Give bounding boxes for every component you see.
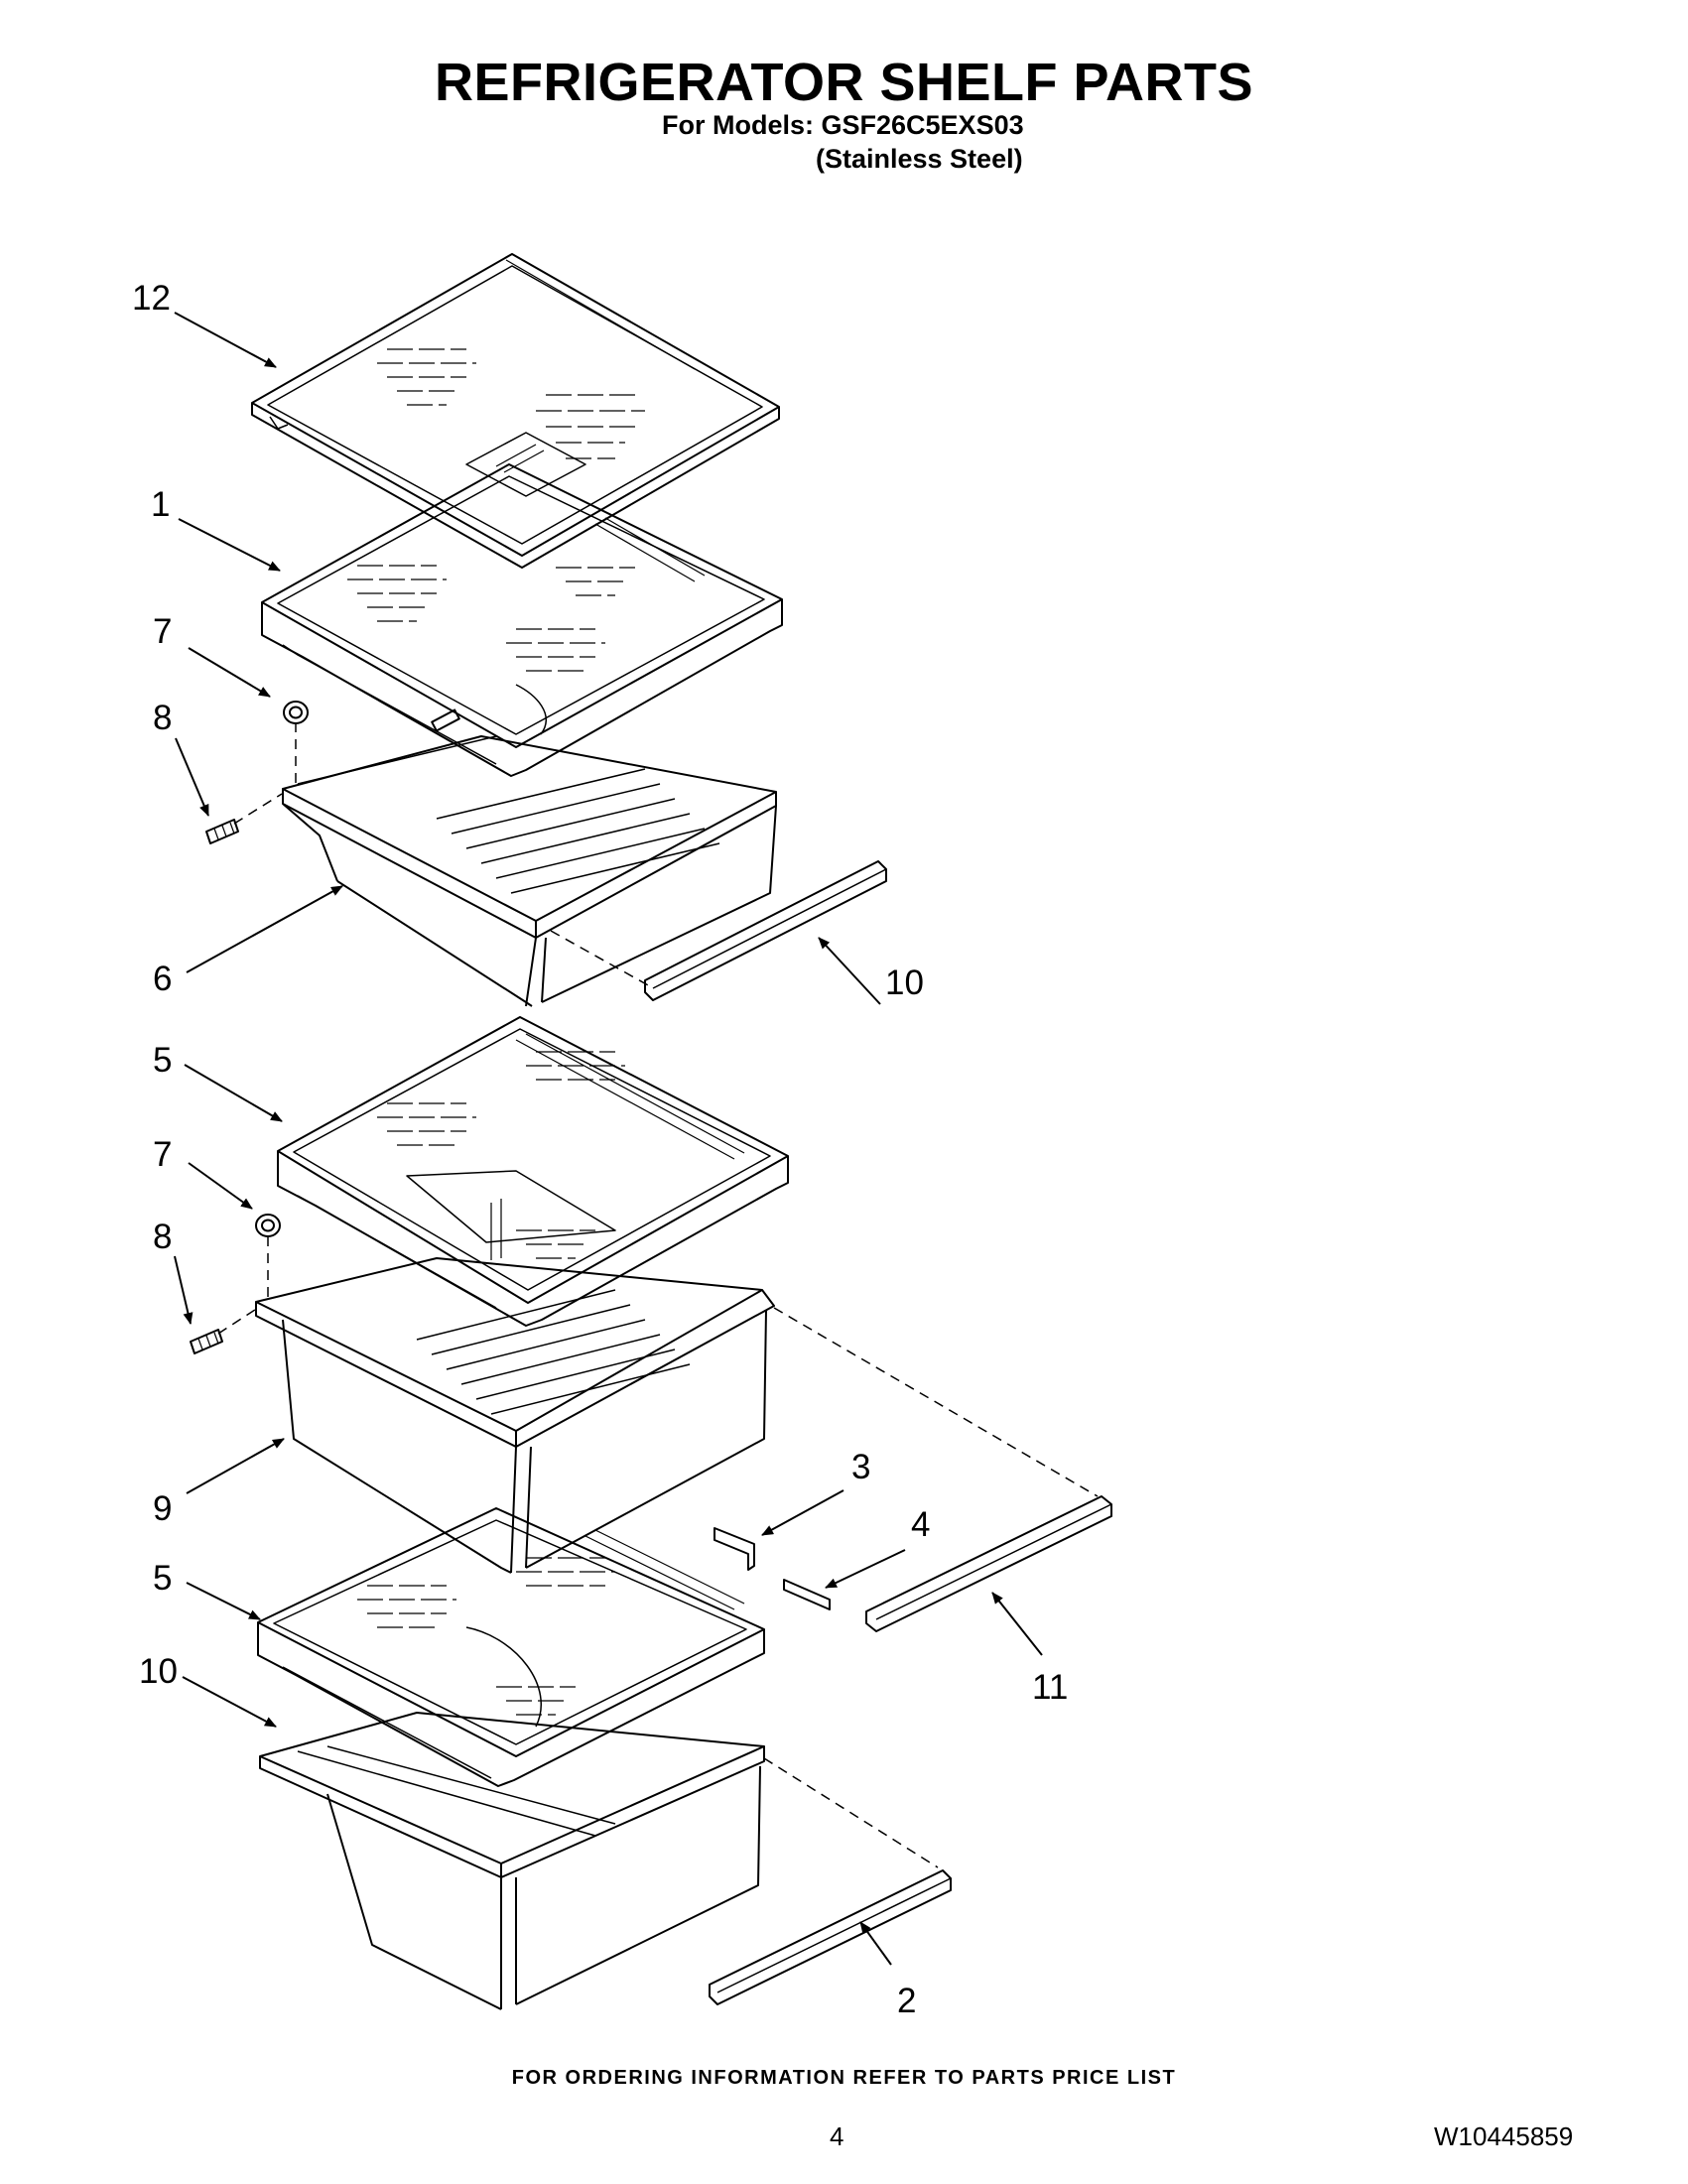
- drawer-9-drawing: [255, 1257, 775, 1574]
- model-line: For Models: GSF26C5EXS03: [662, 110, 1024, 140]
- shelf-1-drawing: [261, 463, 783, 777]
- trim-2-drawing: [709, 1869, 952, 2005]
- trim-10-lower-drawing: [865, 1495, 1112, 1632]
- page-title: REFRIGERATOR SHELF PARTS: [434, 53, 1254, 112]
- assembly-lines: [217, 722, 1099, 1868]
- callout-9: 9: [153, 1489, 172, 1528]
- callout-6: 6: [153, 960, 172, 998]
- shelf-5-upper-drawing: [277, 1016, 789, 1327]
- callout-3: 3: [851, 1448, 870, 1486]
- shelf-5-lower-drawing: [257, 1507, 765, 1787]
- callout-4: 4: [911, 1505, 930, 1544]
- leader-lines: [174, 312, 1043, 1966]
- trim-10-upper-drawing: [644, 860, 887, 1001]
- cap-7-upper-drawing: [283, 701, 309, 724]
- callout-7-upper: 7: [153, 612, 172, 651]
- drawer-6-drawing: [282, 735, 777, 1007]
- screw-8-lower-drawing: [190, 1329, 223, 1354]
- callout-7-lower: 7: [153, 1135, 172, 1174]
- page-number: 4: [830, 2121, 844, 2151]
- model-variant: (Stainless Steel): [816, 144, 1023, 174]
- callout-5-upper: 5: [153, 1041, 172, 1080]
- callout-8-upper: 8: [153, 699, 172, 737]
- screw-8-upper-drawing: [205, 819, 239, 844]
- cap-7-lower-drawing: [255, 1214, 281, 1237]
- callout-5-lower: 5: [153, 1559, 172, 1598]
- callout-labels: 12 1 7 8 6 10 5 7 8 9 3 4 5 11 10 2: [132, 279, 1068, 2020]
- document-number: W10445859: [1434, 2121, 1574, 2151]
- callout-10-lower: 11: [1032, 1668, 1068, 1707]
- callout-11: 10: [139, 1652, 178, 1691]
- ordering-note: FOR ORDERING INFORMATION REFER TO PARTS …: [511, 2067, 1177, 2089]
- clip-3-drawing: [714, 1527, 755, 1571]
- callout-2: 2: [897, 1982, 916, 2020]
- callout-12: 12: [132, 279, 171, 318]
- drawer-11-drawing: [259, 1712, 765, 2010]
- bracket-4-drawing: [783, 1579, 831, 1610]
- callout-1: 1: [151, 485, 170, 524]
- callout-10-upper: 10: [885, 964, 924, 1002]
- callout-8-lower: 8: [153, 1218, 172, 1256]
- shelf-12-drawing: [251, 253, 780, 569]
